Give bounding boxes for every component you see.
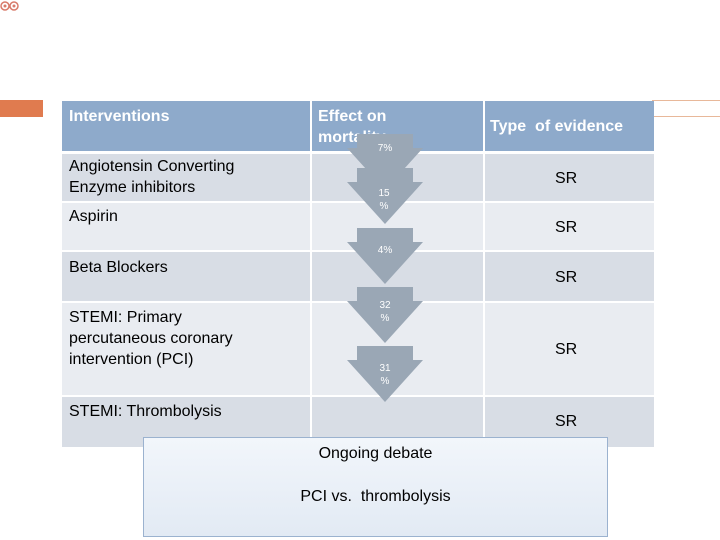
down-arrow-icon: [347, 168, 423, 224]
header-interventions: [62, 101, 310, 151]
row-thrombolysis-evidence-label: SR: [555, 413, 578, 430]
row-aspirin-intervention: [62, 203, 310, 250]
row-pci-label: STEMI: Primary percutaneous coronary int…: [69, 309, 233, 368]
row-ace-evidence-label: SR: [555, 170, 578, 187]
interventions-table: [62, 101, 654, 447]
down-arrow-icon: [347, 134, 423, 190]
row-beta-intervention: [62, 252, 310, 301]
row-ace-label: Angiotensin Converting Enzyme inhibitors: [69, 158, 235, 196]
arrow-label-pci: 32 %: [379, 300, 391, 324]
down-arrow-icon: [347, 287, 423, 343]
header-evidence-label: Type of evidence: [490, 118, 624, 135]
row-ace-evidence: [484, 154, 654, 201]
down-arrow-icon: [347, 228, 423, 284]
header-interventions-label: Interventions: [69, 108, 170, 125]
arrow-label-beta: 4%: [377, 245, 393, 256]
row-aspirin-evidence-label: SR: [555, 219, 578, 236]
header-effect-label: Effect on mortality: [318, 108, 387, 146]
row-beta-evidence-label: SR: [555, 269, 578, 286]
row-beta-evidence: [484, 252, 654, 301]
row-beta-label: Beta Blockers: [69, 259, 168, 276]
logo-icon: [0, 1, 19, 11]
arrow-label-thrombolysis: 31 %: [379, 363, 391, 387]
row-aspirin-evidence: [484, 203, 654, 250]
row-pci-intervention: [62, 303, 310, 395]
row-pci-evidence-label: SR: [555, 341, 578, 358]
row-pci-evidence: [484, 303, 654, 395]
debate-box: Ongoing debate PCI vs. thrombolysis: [143, 437, 608, 537]
down-arrow-icon: [347, 346, 423, 402]
header-evidence: [484, 101, 654, 151]
accent-bar-left: [0, 100, 43, 117]
row-aspirin-label: Aspirin: [69, 208, 118, 225]
debate-title: Ongoing debate: [318, 445, 433, 462]
row-ace-intervention: [62, 154, 310, 201]
arrow-label-ace: 7%: [377, 143, 393, 154]
row-thrombolysis-label: STEMI: Thrombolysis: [69, 403, 222, 420]
debate-subtitle: PCI vs. thrombolysis: [300, 488, 451, 505]
arrow-label-aspirin: 15 %: [378, 188, 390, 212]
accent-bar-right: [652, 100, 720, 117]
